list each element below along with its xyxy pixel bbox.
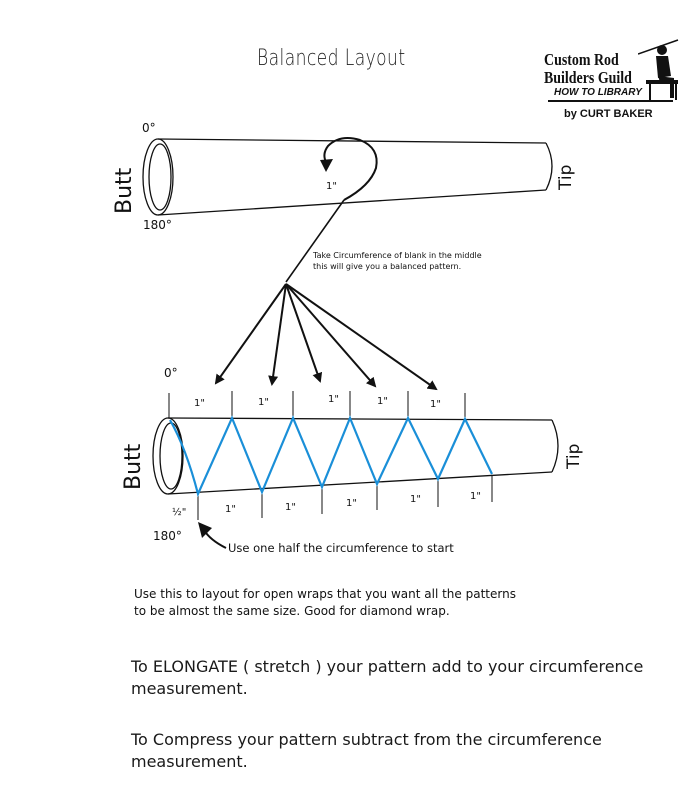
- top-tip-label: Tip: [556, 164, 576, 190]
- middle-note-line-2: this will give you a balanced pattern.: [313, 262, 462, 271]
- top-circumference-loop: [285, 137, 378, 283]
- top-butt-label: Butt: [112, 167, 137, 214]
- top-measure-2: 1": [258, 397, 269, 408]
- compress-line-1: To Compress your pattern subtract from t…: [131, 730, 602, 749]
- logo-divider: [548, 100, 673, 102]
- rod-builder-silhouette-icon: [638, 39, 679, 100]
- page-title: Balanced Layout: [257, 46, 406, 71]
- description-line-1: Use this to layout for open wraps that y…: [134, 587, 516, 601]
- top-deg-180: 180°: [143, 218, 172, 232]
- start-arrow: [198, 522, 227, 549]
- start-note: Use one half the circumference to start: [228, 541, 454, 555]
- diamond-wrap-pattern: [169, 415, 493, 498]
- elongate-line-2: measurement.: [131, 679, 248, 698]
- bottom-tip-label: Tip: [564, 443, 584, 469]
- bottom-measure-4: 1": [410, 494, 421, 505]
- top-tick-marks: [168, 391, 466, 418]
- middle-note-line-1: Take Circumference of blank in the middl…: [313, 251, 482, 260]
- bottom-measure-2: 1": [285, 502, 296, 513]
- arrow-fan: [214, 283, 438, 391]
- half-measure: ½": [172, 507, 187, 518]
- guild-logo: Custom Rod Builders Guild HOW TO LIBRARY…: [540, 38, 680, 128]
- top-deg-0: 0°: [142, 121, 156, 135]
- compress-line-2: measurement.: [131, 752, 248, 771]
- bottom-deg-180: 180°: [153, 529, 182, 543]
- top-rod-blank: [142, 138, 553, 216]
- bottom-butt-label: Butt: [121, 443, 146, 490]
- bottom-tick-marks: [197, 476, 493, 520]
- bottom-measure-5: 1": [470, 491, 481, 502]
- top-measure-3: 1": [328, 394, 339, 405]
- elongate-line-1: To ELONGATE ( stretch ) your pattern add…: [131, 657, 644, 676]
- top-measure-4: 1": [377, 396, 388, 407]
- top-measure-5: 1": [430, 399, 441, 410]
- bottom-measure-1: 1": [225, 504, 236, 515]
- bottom-deg-0: 0°: [164, 366, 178, 380]
- logo-line-3: HOW TO LIBRARY: [554, 87, 642, 98]
- top-measure-1: 1": [194, 398, 205, 409]
- bottom-measure-3: 1": [346, 498, 357, 509]
- top-measure: 1": [326, 181, 337, 192]
- logo-line-1: Custom Rod: [544, 50, 619, 69]
- description-line-2: to be almost the same size. Good for dia…: [134, 604, 450, 618]
- logo-line-2: Builders Guild: [544, 68, 632, 87]
- logo-author: by CURT BAKER: [564, 108, 653, 120]
